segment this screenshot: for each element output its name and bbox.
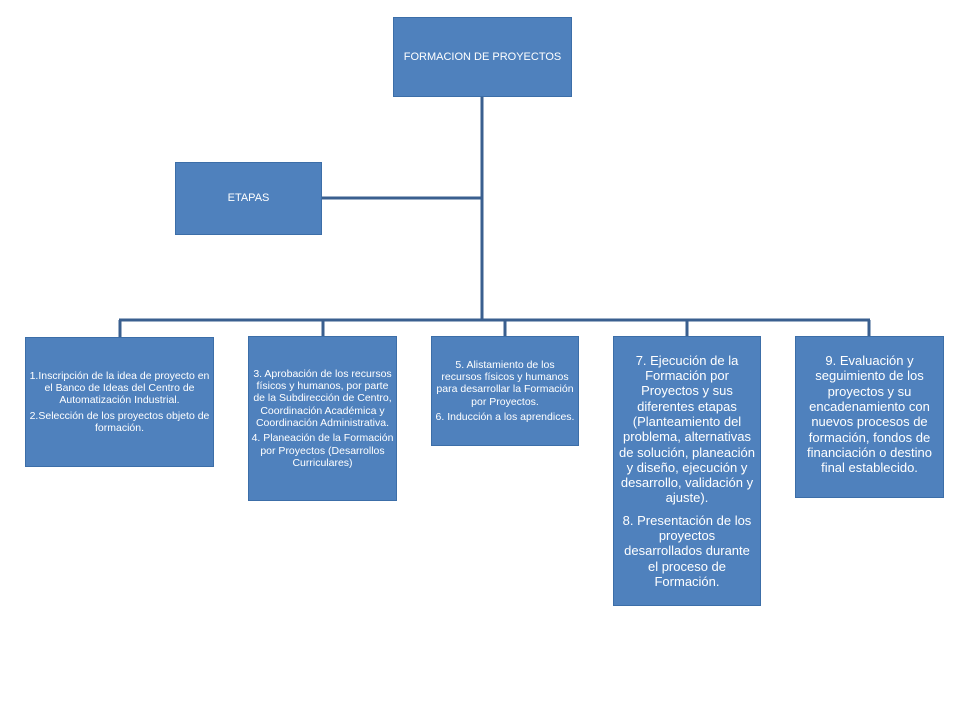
assistant-node-label: ETAPAS xyxy=(227,192,270,205)
child-3-line-2: 6. Inducción a los aprendices. xyxy=(435,411,575,424)
assistant-node-etapas: ETAPAS xyxy=(175,162,322,235)
child-node-5: 9. Evaluación y seguimiento de los proye… xyxy=(795,336,944,498)
child-5-line-1: 9. Evaluación y seguimiento de los proye… xyxy=(806,353,933,476)
child-4-line-2: 8. Presentación de los proyectos desarro… xyxy=(622,512,752,590)
child-node-1: 1.Inscripción de la idea de proyecto en … xyxy=(25,337,214,467)
child-node-2: 3. Aprobación de los recursos físicos y … xyxy=(248,336,397,501)
child-2-line-2: 4. Planeación de la Formación por Proyec… xyxy=(251,432,394,470)
child-1-line-1: 1.Inscripción de la idea de proyecto en … xyxy=(29,369,210,407)
child-4-line-1: 7. Ejecución de la Formación por Proyect… xyxy=(619,352,755,506)
child-2-line-1: 3. Aprobación de los recursos físicos y … xyxy=(253,367,392,430)
child-1-line-2: 2.Selección de los proyectos objeto de f… xyxy=(29,409,210,435)
child-node-4: 7. Ejecución de la Formación por Proyect… xyxy=(613,336,761,606)
child-3-line-1: 5. Alistamiento de los recursos físicos … xyxy=(436,358,574,408)
root-node: FORMACION DE PROYECTOS xyxy=(393,17,572,97)
root-node-label: FORMACION DE PROYECTOS xyxy=(403,50,562,63)
child-node-3: 5. Alistamiento de los recursos físicos … xyxy=(431,336,579,446)
